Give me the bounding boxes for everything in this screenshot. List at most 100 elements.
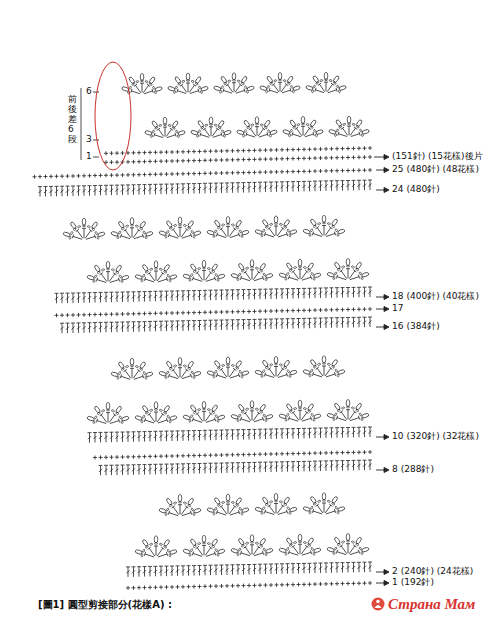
chain-stitch xyxy=(238,273,241,276)
chain-stitch xyxy=(190,273,193,276)
chain-stitch xyxy=(183,224,186,227)
chain-stitch xyxy=(237,80,240,83)
chain-stitch xyxy=(274,79,277,82)
chain-stitch xyxy=(289,409,292,412)
chain-stitch xyxy=(283,503,286,506)
chain-stitch xyxy=(323,500,326,502)
chain-stitch xyxy=(218,126,221,129)
chain-stitch xyxy=(361,133,363,136)
chain-stitch xyxy=(313,85,316,88)
chain-stitch xyxy=(317,222,320,225)
chain-stitch xyxy=(187,367,190,370)
chain-stitch xyxy=(172,126,175,129)
chain-stitch xyxy=(135,365,138,368)
chain-stitch xyxy=(117,376,119,379)
chain-stitch xyxy=(359,413,362,416)
chain-stitch xyxy=(293,407,296,410)
arrow-head xyxy=(384,468,389,473)
chain-stitch xyxy=(210,124,213,126)
chain-stitch xyxy=(91,228,94,231)
chain-stitch xyxy=(166,371,169,374)
chain-stitch xyxy=(115,271,118,274)
red-oval xyxy=(95,62,131,170)
chain-stitch xyxy=(327,222,330,225)
chain-stitch xyxy=(145,80,148,83)
chain-stitch xyxy=(359,547,362,550)
chain-stitch xyxy=(143,231,146,234)
chain-stitch xyxy=(231,364,234,367)
chain-stitch xyxy=(139,367,142,370)
chain-stitch xyxy=(145,270,148,273)
chain-stitch xyxy=(241,512,243,515)
chain-stitch xyxy=(317,363,320,366)
chain-stitch xyxy=(355,409,358,412)
chain-stitch xyxy=(275,500,278,502)
chain-stitch xyxy=(302,123,305,125)
chain-stitch xyxy=(269,501,272,504)
chain-stitch xyxy=(193,411,196,414)
chain-stitch xyxy=(310,125,313,128)
chain-stitch xyxy=(297,123,300,126)
chain-stitch xyxy=(287,506,290,509)
chain-stitch xyxy=(121,367,124,370)
chain-stitch xyxy=(165,375,167,378)
chain-stitch xyxy=(200,90,202,93)
chain-stitch xyxy=(173,224,176,227)
chain-stitch xyxy=(197,408,200,411)
chain-stitch xyxy=(233,79,236,81)
puff-stitch xyxy=(226,217,230,224)
chain-stitch xyxy=(115,412,118,415)
chain-stitch xyxy=(307,409,310,412)
chain-stitch xyxy=(131,224,134,226)
chain-stitch xyxy=(289,234,291,237)
chain-stitch xyxy=(337,233,339,236)
chain-stitch xyxy=(245,267,248,270)
chain-stitch xyxy=(163,545,166,548)
row-number: 25 xyxy=(392,165,403,175)
chain-stitch xyxy=(107,409,110,411)
chain-stitch xyxy=(211,270,214,273)
chain-stitch xyxy=(263,548,266,551)
chain-stitch xyxy=(227,364,230,366)
chain-stitch xyxy=(83,225,86,227)
chain-stitch xyxy=(315,81,318,84)
puff-stitch xyxy=(202,260,206,267)
chain-stitch xyxy=(336,85,339,88)
chain-stitch xyxy=(173,90,175,93)
chain-stitch xyxy=(311,90,313,93)
chain-stitch xyxy=(265,225,268,228)
chain-stitch xyxy=(177,82,180,85)
chain-stitch xyxy=(287,82,290,85)
chain-stitch xyxy=(183,502,186,505)
chain-stitch xyxy=(187,80,190,82)
row-number: 24 xyxy=(392,185,403,195)
puff-stitch xyxy=(346,534,350,541)
chain-stitch xyxy=(251,407,254,409)
chain-stitch xyxy=(101,269,104,272)
row-number: 1 xyxy=(86,152,92,162)
chain-stitch xyxy=(196,134,198,137)
chain-stitch xyxy=(269,82,272,85)
stitch-count: (400針) (40花樣) xyxy=(406,292,479,302)
chain-stitch xyxy=(265,553,267,556)
chain-stitch xyxy=(155,268,158,270)
arrow-head xyxy=(384,295,389,300)
row-number: 16 xyxy=(392,322,403,332)
chain-stitch xyxy=(111,410,114,413)
chain-stitch xyxy=(164,124,167,126)
chain-stitch xyxy=(262,229,265,232)
chain-stitch xyxy=(335,369,338,372)
chain-stitch xyxy=(290,85,293,88)
chain-stitch xyxy=(131,365,134,367)
chain-stitch xyxy=(150,134,152,137)
stitch-count: (288針) xyxy=(401,465,434,475)
chain-stitch xyxy=(337,374,339,377)
chain-stitch xyxy=(285,418,287,421)
chain-stitch xyxy=(235,503,238,506)
chain-stitch xyxy=(283,225,286,228)
chain-stitch xyxy=(289,374,291,377)
figure-caption: [圖1] 圓型剪接部分(花樣A) : xyxy=(38,599,172,610)
chain-stitch xyxy=(121,279,123,282)
chain-stitch xyxy=(331,365,334,368)
chain-stitch xyxy=(299,266,302,268)
